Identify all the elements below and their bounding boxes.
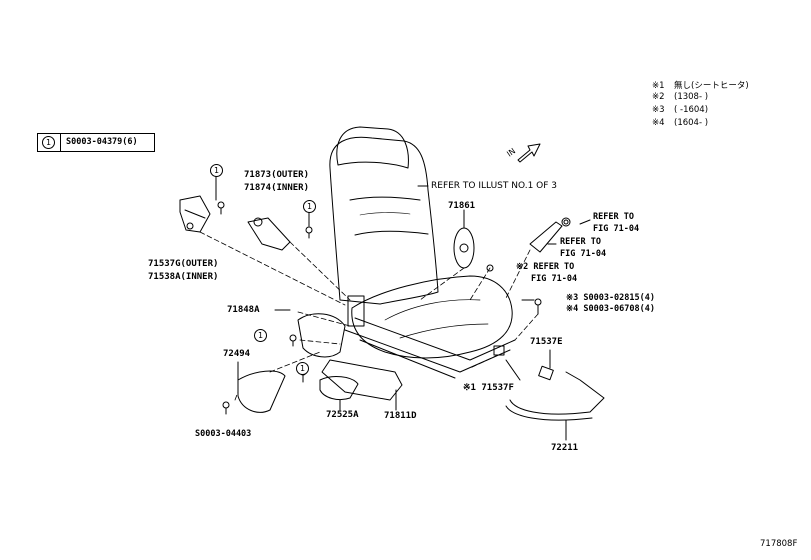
seat-back-outline <box>329 136 439 305</box>
symbol-circle-c: 1 <box>254 329 267 342</box>
refer-1-line2: FIG 71-04 <box>593 224 640 234</box>
refer-2-line2: FIG 71-04 <box>560 249 607 259</box>
part-s0003-04403: S0003-04403 <box>195 429 252 439</box>
refer-1-line1: REFER TO <box>593 212 634 222</box>
part-s0003-02815: ※3 S0003-02815(4) <box>566 293 656 303</box>
note-1-text: 無し(シートヒータ) <box>674 81 749 91</box>
note-4-mark: ※4 <box>652 118 665 128</box>
refer-2-line1: REFER TO <box>560 237 601 247</box>
part-s0003-06708: ※4 S0003-06708(4) <box>566 304 656 314</box>
seat-rail-outer <box>344 329 511 373</box>
symbol-circle-b: 1 <box>303 200 316 213</box>
refer-3-line1: ※2 REFER TO <box>516 262 575 272</box>
note-4: ※4 (1604- ) <box>652 118 708 128</box>
knob-72525a <box>319 376 359 401</box>
figure-id: 717808F <box>760 539 798 549</box>
part-71874: 71874(INNER) <box>244 183 310 193</box>
part-72494: 72494 <box>223 349 251 359</box>
note-2-mark: ※2 <box>652 92 665 102</box>
refer-3-line2: FIG 71-04 <box>531 274 578 284</box>
part-71538a: 71538A(INNER) <box>148 272 219 282</box>
symbol-circle-d: 1 <box>296 362 309 375</box>
hinge-71873 <box>247 217 291 251</box>
note-3-text: ( -1604) <box>674 105 709 115</box>
part-72211: 72211 <box>551 443 579 453</box>
legend-code: S0003-04379(6) <box>66 137 138 147</box>
seat-cushion-outline <box>351 275 513 359</box>
note-2: ※2 (1308- ) <box>652 92 708 102</box>
part-71537g: 71537G(OUTER) <box>148 259 219 269</box>
headrest-outline <box>336 126 409 169</box>
refer-illust-label: REFER TO ILLUST NO.1 OF 3 <box>431 181 557 191</box>
part-71537e: 71537E <box>530 337 563 347</box>
part-71811d: 71811D <box>384 411 417 421</box>
side-cover-71811d <box>321 359 403 401</box>
part-71848a: 71848A <box>227 305 260 315</box>
bolt-icons <box>217 201 569 415</box>
note-3-mark: ※3 <box>652 105 665 115</box>
bracket-71861 <box>453 227 475 269</box>
legend-box: 1 S0003-04379(6) <box>37 133 155 152</box>
part-71861: 71861 <box>448 201 476 211</box>
cover-72494 <box>237 370 286 413</box>
note-2-text: (1308- ) <box>674 92 709 102</box>
note-4-text: (1604- ) <box>674 118 709 128</box>
part-72525a: 72525A <box>326 410 359 420</box>
part-71537f: ※1 71537F <box>463 383 514 393</box>
legend-symbol: 1 <box>42 136 55 149</box>
legend-symbol-cell: 1 <box>38 134 61 151</box>
part-71873: 71873(OUTER) <box>244 170 310 180</box>
symbol-circle-a: 1 <box>210 164 223 177</box>
note-1: ※1 無し(シートヒータ) <box>652 79 749 91</box>
in-arrow <box>517 143 541 163</box>
wire-72211 <box>509 371 605 415</box>
note-1-mark: ※1 <box>652 81 665 91</box>
note-3: ※3 ( -1604) <box>652 105 708 115</box>
